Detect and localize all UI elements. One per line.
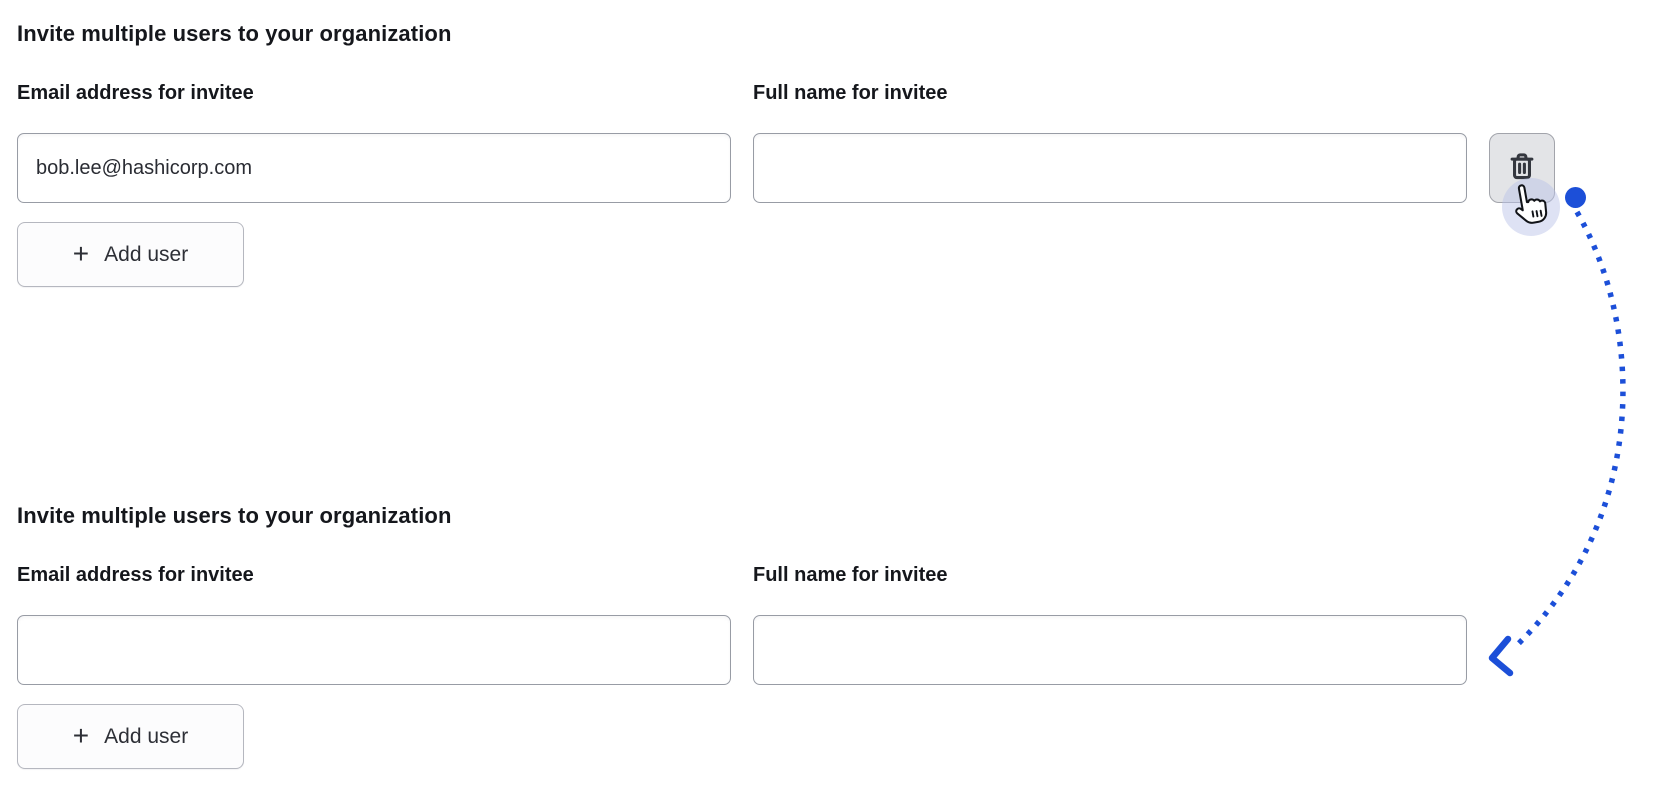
email-label: Email address for invitee [17, 82, 254, 104]
email-label: Email address for invitee [17, 564, 254, 586]
field-label-row: Email address for invitee Full name for … [17, 80, 1555, 106]
add-user-label: Add user [104, 724, 189, 748]
section-heading: Invite multiple users to your organizati… [17, 21, 452, 46]
full-name-label: Full name for invitee [753, 82, 948, 104]
plus-icon: + [72, 719, 90, 751]
add-user-label: Add user [104, 242, 189, 266]
trash-icon [1506, 150, 1538, 187]
invite-form-before: Invite multiple users to your organizati… [17, 0, 1672, 287]
email-input[interactable] [17, 133, 731, 203]
add-user-button[interactable]: + Add user [17, 222, 244, 287]
full-name-input[interactable] [753, 615, 1467, 685]
email-input[interactable] [17, 615, 731, 685]
delete-invitee-button[interactable] [1489, 133, 1555, 203]
invite-form-after: Invite multiple users to your organizati… [17, 502, 1672, 769]
invitee-row [17, 133, 1555, 203]
invitee-row [17, 615, 1555, 685]
full-name-label: Full name for invitee [753, 564, 948, 586]
full-name-input[interactable] [753, 133, 1467, 203]
field-label-row: Email address for invitee Full name for … [17, 562, 1555, 588]
page: Invite multiple users to your organizati… [17, 0, 1672, 769]
plus-icon: + [72, 237, 90, 269]
section-heading: Invite multiple users to your organizati… [17, 503, 452, 528]
add-user-button[interactable]: + Add user [17, 704, 244, 769]
